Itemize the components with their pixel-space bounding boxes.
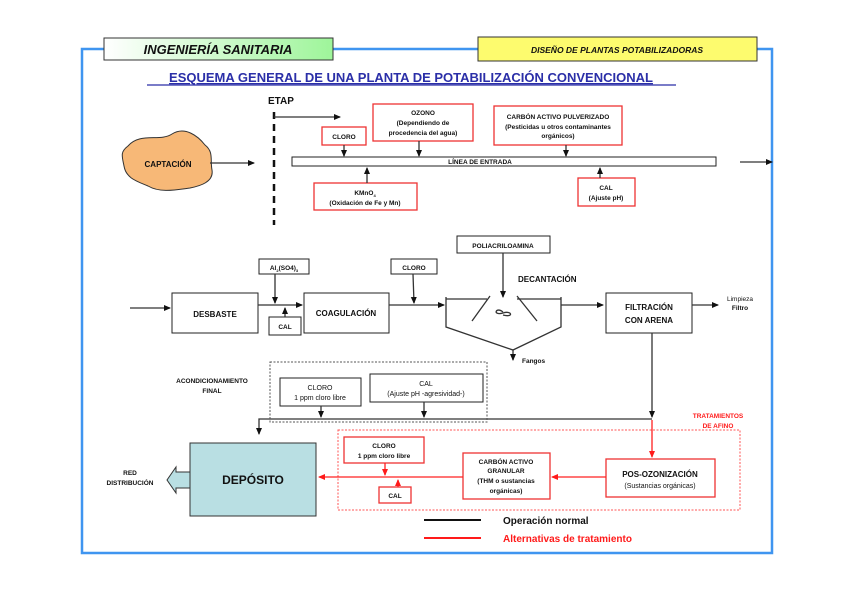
svg-text:GRANULAR: GRANULAR: [487, 468, 524, 475]
legend-alternative-label: Alternativas de tratamiento: [503, 534, 632, 545]
page-frame: [80, 47, 774, 555]
filtracion-box: FILTRACIÓN CON ARENA: [605, 292, 693, 334]
svg-text:POS-OZONIZACIÓN: POS-OZONIZACIÓN: [622, 470, 698, 479]
svg-text:CLORO: CLORO: [402, 265, 425, 272]
limpieza-label-2: Filtro: [732, 305, 748, 312]
posozonizacion-box: POS-OZONIZACIÓN (Sustancias orgánicas): [605, 458, 716, 498]
al2so4-box: Al2(SO4)3: [258, 258, 310, 275]
afino-label-1: TRATAMIENTOS: [693, 413, 744, 420]
svg-text:CLORO: CLORO: [308, 385, 333, 392]
limpieza-label-1: Limpieza: [727, 296, 753, 303]
svg-text:CLORO: CLORO: [332, 134, 355, 141]
afino-cloro-box: CLORO 1 ppm cloro libre: [343, 436, 425, 464]
main-cloro-arrow: [410, 273, 417, 304]
afino-cal-box: CAL: [378, 486, 412, 504]
right-tab: DISEÑO DE PLANTAS POTABILIZADORAS: [477, 36, 758, 62]
acondicionamiento-zone: [269, 361, 488, 423]
carbon-pulverizado-box: CARBÓN ACTIVO PULVERIZADO (Pesticidas u …: [493, 105, 623, 146]
svg-text:CARBÓN ACTIVO: CARBÓN ACTIVO: [479, 457, 534, 466]
intake-cal-box: CAL (Ajuste pH): [577, 177, 636, 207]
left-tab-label: INGENIERÍA SANITARIA: [144, 42, 293, 57]
afino-label-2: DE AFINO: [703, 423, 734, 430]
intake-cloro-box: CLORO: [321, 126, 367, 146]
svg-text:orgánicos): orgánicos): [541, 133, 574, 140]
etap-label: ETAP: [268, 96, 294, 107]
svg-text:CARBÓN ACTIVO PULVERIZADO: CARBÓN ACTIVO PULVERIZADO: [507, 112, 610, 121]
svg-text:COAGULACIÓN: COAGULACIÓN: [316, 309, 377, 318]
main-cloro-box: CLORO: [390, 258, 438, 275]
svg-text:1 ppm cloro libre: 1 ppm cloro libre: [358, 453, 411, 460]
afino-zone: [337, 429, 741, 511]
svg-text:CAL: CAL: [388, 493, 401, 500]
legend-normal-label: Operación normal: [503, 516, 589, 527]
svg-text:POLIACRILOAMINA: POLIACRILOAMINA: [472, 243, 534, 250]
return-to-deposito-line: [256, 418, 652, 435]
svg-text:CAL: CAL: [278, 324, 291, 331]
decantacion-label: DECANTACIÓN: [518, 275, 577, 284]
red-distribucion-arrow: [166, 465, 191, 495]
left-tab: INGENIERÍA SANITARIA: [103, 37, 334, 61]
svg-text:KMnO4: KMnO4: [354, 190, 376, 198]
captacion-label: CAPTACIÓN: [145, 160, 192, 169]
svg-text:OZONO: OZONO: [411, 110, 435, 117]
page-title: ESQUEMA GENERAL DE UNA PLANTA DE POTABIL…: [169, 70, 653, 85]
agitator-icon: [495, 309, 512, 317]
svg-text:(Dependiendo de: (Dependiendo de: [397, 120, 450, 127]
svg-text:CON ARENA: CON ARENA: [625, 316, 673, 325]
fangos-label: Fangos: [522, 358, 545, 365]
svg-text:Al2(SO4)3: Al2(SO4)3: [270, 265, 299, 273]
svg-text:CLORO: CLORO: [372, 443, 395, 450]
final-cloro-box: CLORO 1 ppm cloro libre: [279, 377, 362, 407]
kmno4-box: KMnO4 (Oxidación de Fe y Mn): [313, 182, 418, 211]
svg-text:1 ppm cloro libre: 1 ppm cloro libre: [294, 395, 346, 402]
svg-text:(Oxidación de Fe y Mn): (Oxidación de Fe y Mn): [329, 200, 400, 207]
svg-text:(Ajuste pH -agresividad-): (Ajuste pH -agresividad-): [387, 391, 464, 398]
ozono-box: OZONO (Dependiendo de procedencia del ag…: [372, 103, 474, 142]
desbaste-box: DESBASTE: [171, 292, 259, 334]
svg-text:orgánicas): orgánicas): [490, 488, 523, 495]
coagulacion-box: COAGULACIÓN: [303, 292, 390, 334]
svg-text:DEPÓSITO: DEPÓSITO: [222, 472, 284, 487]
legend: Operación normal Alternativas de tratami…: [424, 516, 632, 545]
svg-text:procedencia del agua): procedencia del agua): [389, 130, 458, 137]
red-label-1: RED: [123, 470, 137, 477]
poliacriloamina-box: POLIACRILOAMINA: [456, 235, 551, 254]
svg-text:FILTRACIÓN: FILTRACIÓN: [625, 303, 673, 312]
deposito-box: DEPÓSITO: [189, 442, 317, 517]
svg-text:(Pesticidas u otros contaminan: (Pesticidas u otros contaminantes: [505, 124, 611, 131]
carbon-granular-box: CARBÓN ACTIVO GRANULAR (THM o sustancias…: [462, 452, 551, 500]
acondicionamiento-label-2: FINAL: [202, 388, 221, 395]
linea-entrada-label: LÍNEA DE ENTRADA: [448, 157, 512, 166]
svg-text:(Ajuste pH): (Ajuste pH): [589, 195, 624, 202]
captacion-shape: [121, 130, 213, 191]
acondicionamiento-label-1: ACONDICIONAMIENTO: [176, 378, 248, 385]
linea-entrada-bar: [291, 156, 717, 167]
svg-text:CAL: CAL: [419, 381, 433, 388]
svg-text:(Sustancias orgánicas): (Sustancias orgánicas): [624, 483, 695, 490]
red-label-2: DISTRIBUCIÓN: [107, 478, 154, 487]
final-cal-box: CAL (Ajuste pH -agresividad-): [369, 373, 484, 403]
svg-text:(THM o sustancias: (THM o sustancias: [477, 478, 535, 485]
svg-text:CAL: CAL: [599, 185, 612, 192]
decantador-tank: [445, 295, 562, 351]
svg-text:DESBASTE: DESBASTE: [193, 310, 237, 319]
right-tab-label: DISEÑO DE PLANTAS POTABILIZADORAS: [531, 45, 703, 55]
main-cal-box: CAL: [268, 316, 302, 336]
